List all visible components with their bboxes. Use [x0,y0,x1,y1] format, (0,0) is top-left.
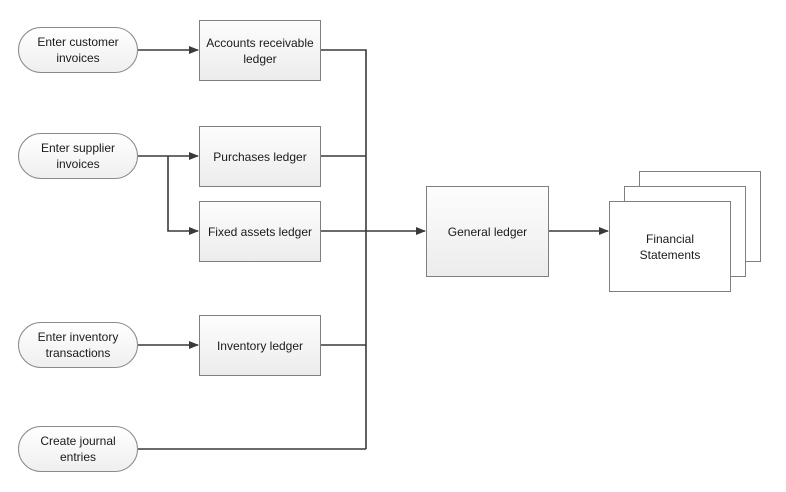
financial-statements-label: Financial Statements [639,231,701,262]
ledger-general[interactable]: General ledger [426,186,549,277]
ledger-fixed-assets[interactable]: Fixed assets ledger [199,201,321,262]
ledger-label: Inventory ledger [216,338,304,353]
source-label: Create journal entries [40,434,116,464]
ledger-label: Fixed assets ledger [207,224,313,239]
source-enter-inventory-transactions[interactable]: Enter inventory transactions [18,322,138,368]
source-label: Enter customer invoices [37,35,119,65]
source-label: Enter inventory transactions [37,330,119,360]
source-enter-customer-invoices[interactable]: Enter customer invoices [18,27,138,73]
source-create-journal-entries[interactable]: Create journal entries [18,426,138,472]
arrow-supplier-to-fixed-assets [167,156,199,235]
ledger-inventory[interactable]: Inventory ledger [199,315,321,376]
line-ar-to-bus [321,49,367,449]
ledger-label: Accounts receivable ledger [206,35,314,66]
source-label: Enter supplier invoices [40,141,116,171]
ledger-label: General ledger [447,224,528,239]
ledger-purchases[interactable]: Purchases ledger [199,126,321,187]
ledger-label: Purchases ledger [213,149,307,164]
source-enter-supplier-invoices[interactable]: Enter supplier invoices [18,133,138,179]
financial-statements[interactable]: Financial Statements [609,201,731,292]
ledger-accounts-receivable[interactable]: Accounts receivable ledger [199,20,321,81]
